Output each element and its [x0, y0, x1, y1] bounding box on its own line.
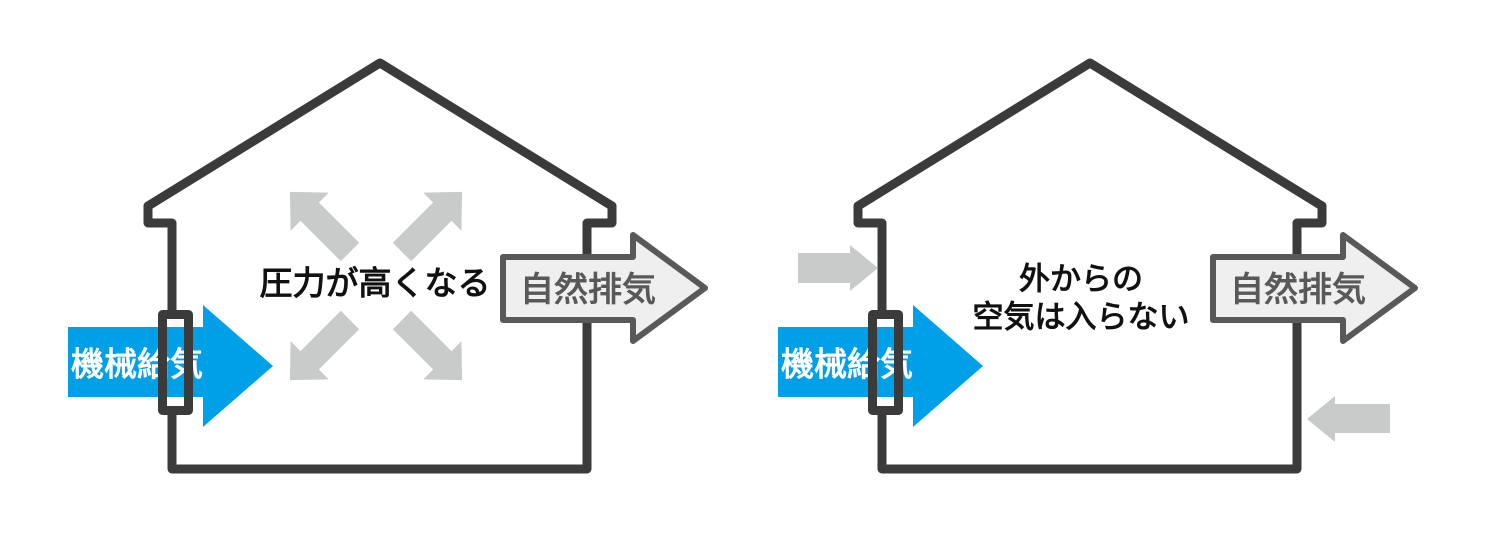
natural-exhaust-label: 自然排気	[1230, 270, 1366, 309]
infiltration-caption-line1: 外からの	[1019, 262, 1143, 297]
pressure-arrow-up-left-icon	[289, 191, 360, 262]
outside-air-arrow-right-icon	[1307, 396, 1390, 442]
vent-opening-frame	[158, 310, 193, 415]
mechanical-supply-label: 機械給気	[781, 346, 913, 383]
panel-positive-pressure: 圧力が高くなる 自然排気 機械給気	[68, 58, 708, 474]
mechanical-supply-label: 機械給気	[71, 346, 203, 383]
panel-no-infiltration: 外からの 空気は入らない 自然排気 機械給気	[778, 58, 1418, 474]
mechanical-supply-arrow-icon	[68, 305, 273, 427]
infiltration-caption-line2: 空気は入らない	[973, 300, 1190, 335]
outside-air-arrow-left-icon	[798, 245, 878, 291]
pressure-arrow-down-left-icon	[289, 310, 360, 381]
natural-exhaust-label: 自然排気	[520, 270, 656, 309]
natural-exhaust-arrow-icon	[500, 232, 708, 344]
pressure-arrow-up-right-icon	[392, 191, 463, 262]
pressure-caption: 圧力が高くなる	[260, 265, 491, 302]
pressure-arrow-down-right-icon	[392, 310, 463, 381]
mechanical-supply-arrow-icon	[778, 305, 983, 427]
natural-exhaust-arrow-icon	[1210, 232, 1418, 344]
vent-opening-frame	[868, 310, 903, 415]
